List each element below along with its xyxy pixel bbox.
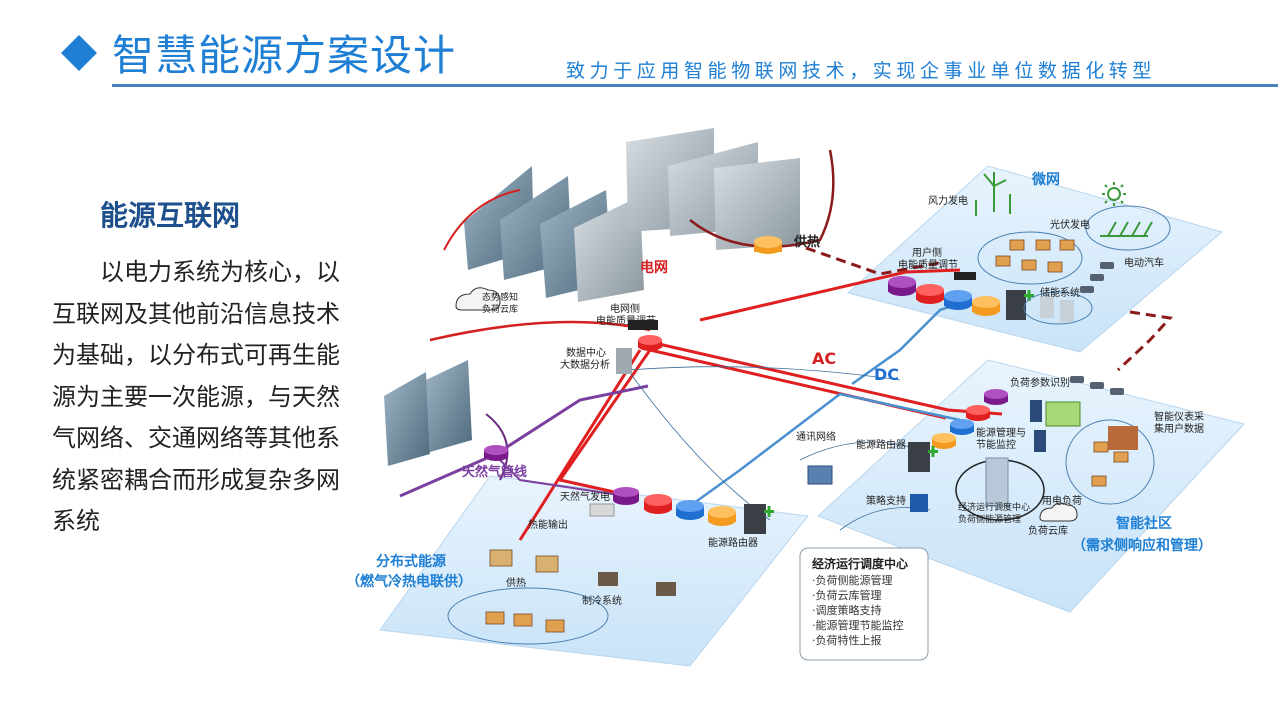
label-wind: 风力发电 (928, 194, 968, 207)
label-heat-out: 热能输出 (528, 518, 568, 531)
label-gas-gen: 天然气发电 (560, 490, 610, 503)
label-comm: 通讯网络 (796, 430, 836, 443)
solar-panel-icon (1100, 221, 1153, 237)
callout-item: ·负荷特性上报 (812, 633, 882, 647)
page-title: 智慧能源方案设计 (112, 31, 457, 80)
plus-icons (764, 290, 1034, 517)
header-divider (112, 84, 1278, 87)
label-heating: 供热 (506, 576, 526, 589)
label-distributed-sub: （燃气冷热电联供） (346, 573, 472, 590)
cloud-icon (455, 287, 501, 311)
cylinders (484, 236, 1008, 526)
diamond-icon (61, 35, 97, 71)
callout-item: ·负荷侧能源管理 (812, 573, 893, 587)
community-building (985, 457, 1009, 507)
label-ac: AC (812, 349, 836, 368)
strategy-cube (910, 494, 928, 512)
label-ems-1: 能源管理与 (976, 426, 1026, 439)
wind-turbine-icon (975, 172, 1011, 216)
smart-meter-screen (1045, 401, 1081, 427)
label-grid-pq-1: 电网侧 (610, 302, 640, 315)
houses (485, 239, 1138, 633)
label-ems-2: 节能监控 (976, 438, 1016, 451)
label-microgrid: 微网 (1031, 171, 1060, 188)
label-meter-1: 智能仪表采 (1154, 410, 1204, 423)
label-grid: 电网 (640, 259, 668, 276)
photo-panels (384, 128, 800, 466)
label-energy-router-right: 能源路由器 (856, 438, 906, 451)
microgrid-platform (846, 165, 1224, 353)
label-datacenter-1: 数据中心 (566, 346, 606, 359)
comm-monitor-icon (807, 465, 833, 485)
smart-meter-device (1030, 400, 1042, 422)
label-user-pq-1: 用户侧 (912, 246, 942, 259)
label-situation-1: 态势感知 (482, 291, 518, 303)
router-icon (954, 272, 976, 280)
label-storage: 储能系统 (1040, 286, 1080, 299)
callout-item: ·调度策略支持 (812, 603, 882, 617)
router-icon (628, 320, 658, 330)
microgrid-house-cluster (977, 231, 1083, 285)
page-subtitle: 致力于应用智能物联网技术，实现企事业单位数据化转型 (566, 60, 1157, 82)
label-power-load: 用电负荷 (1042, 494, 1082, 507)
label-gas-pipeline: 天然气管线 (462, 464, 527, 480)
sun-icon (1102, 182, 1126, 206)
label-user-pq-2: 电能质量调节 (898, 258, 958, 271)
label-cooling: 制冷系统 (582, 594, 622, 607)
label-situation-2: 负荷云库 (482, 303, 518, 315)
section-heading: 能源互联网 (100, 199, 241, 232)
callout-box (799, 547, 929, 661)
cloud-icon (1039, 502, 1078, 522)
callout-title: 经济运行调度中心 (812, 556, 908, 571)
label-ev: 电动汽车 (1124, 256, 1164, 269)
gas-pipeline (399, 384, 649, 498)
smart-meter-device (1034, 430, 1046, 452)
label-smart-community-sub: （需求侧响应和管理） (1072, 537, 1212, 554)
callout-item: ·能源管理节能监控 (812, 618, 904, 632)
label-smart-community: 智能社区 (1115, 515, 1172, 532)
server-racks (616, 290, 1074, 534)
community-dashed-link (1116, 310, 1173, 372)
label-dc: DC (874, 365, 899, 384)
label-grid-pq-2: 电能质量调节 (596, 314, 656, 327)
callout-item: ·负荷云库管理 (812, 588, 882, 602)
pv-zone (1085, 205, 1171, 251)
storage-zone (1023, 291, 1093, 325)
label-heat: 供热 (793, 234, 820, 250)
label-pv: 光伏发电 (1050, 218, 1090, 231)
label-eco-center-2: 负荷侧能源管理 (958, 513, 1021, 525)
car-icons (1070, 262, 1124, 395)
label-energy-router-left: 能源路由器 (708, 536, 758, 549)
label-meter-2: 集用户数据 (1154, 422, 1204, 435)
grid-arc (429, 320, 651, 342)
comm-lines (627, 366, 931, 531)
dc-line (689, 392, 961, 508)
label-eco-center-1: 经济运行调度中心 (958, 501, 1030, 513)
distributed-house-cluster (447, 587, 609, 645)
community-house-cluster (1065, 419, 1155, 505)
label-distributed: 分布式能源 (376, 553, 446, 570)
label-load-cloud: 负荷云库 (1028, 524, 1068, 537)
label-strategy: 策略支持 (866, 494, 906, 507)
label-load-ident: 负荷参数识别 (1010, 376, 1070, 389)
body-paragraph: 以电力系统为核心，以互联网及其他前沿信息技术为基础，以分布式可再生能源为主要一次… (52, 258, 340, 535)
heat-dashed-link (805, 246, 945, 276)
label-datacenter-2: 大数据分析 (560, 358, 610, 371)
